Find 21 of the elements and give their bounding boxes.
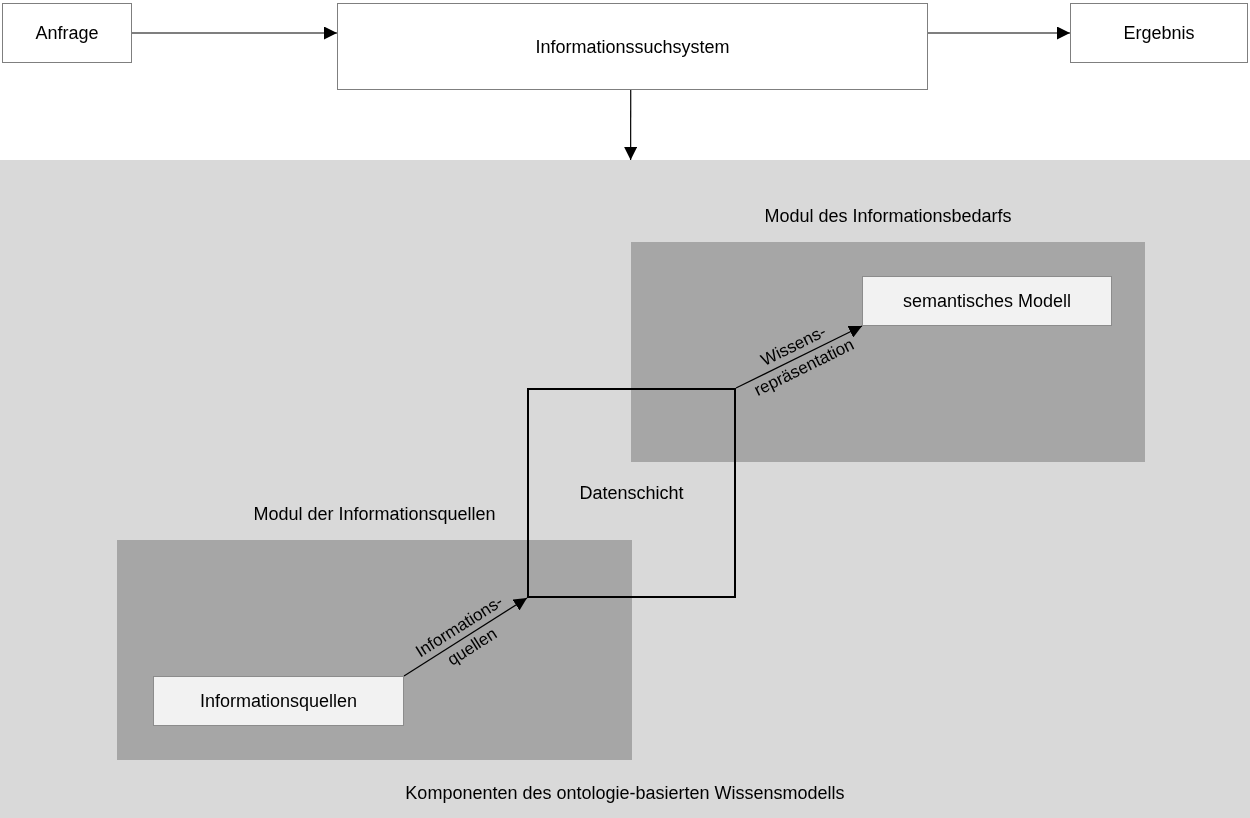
- heading: Modul des Informationsbedarfs: [764, 206, 1012, 227]
- node-label: Anfrage: [35, 22, 99, 44]
- process-box: [2, 3, 132, 63]
- node-label: Informationsquellen: [199, 690, 358, 712]
- process-box: [1070, 3, 1248, 63]
- process-box: [153, 676, 404, 726]
- arrow: [403, 597, 528, 677]
- component-panel: [0, 160, 1250, 818]
- heading: Modul der Informationsquellen: [253, 504, 496, 525]
- node-label: Datenschicht: [579, 482, 684, 504]
- arrow: [624, 89, 638, 161]
- arrow: [131, 26, 338, 40]
- heading: Komponenten des ontologie-basierten Wissensmodells: [405, 783, 845, 804]
- node-label: semantisches Modell: [902, 290, 1072, 312]
- arrow: [735, 325, 863, 389]
- arrow: [927, 26, 1071, 40]
- process-box: [337, 3, 928, 90]
- node-label: Informationssuchsystem: [535, 36, 730, 57]
- layer-frame: [527, 388, 736, 598]
- node-label: Ergebnis: [1123, 22, 1195, 44]
- process-box: [862, 276, 1112, 326]
